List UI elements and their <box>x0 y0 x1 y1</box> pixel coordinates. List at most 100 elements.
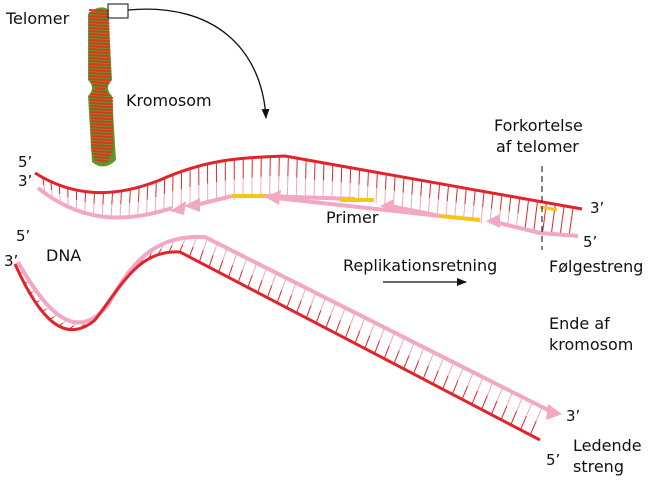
base-pair-rung <box>525 401 533 417</box>
base-pair-rung <box>490 400 498 415</box>
chromosome-band <box>88 30 110 34</box>
primer-4 <box>539 205 558 212</box>
lagging-arrow-5 <box>486 214 500 228</box>
base-pair-rung <box>471 390 478 405</box>
base-pair-rung <box>436 199 439 216</box>
base-pair-rung <box>490 193 494 209</box>
chromosome-band <box>90 132 114 136</box>
base-pair-rung <box>383 345 390 359</box>
base-pair-rung <box>446 185 450 202</box>
chromosome-band <box>88 63 111 67</box>
kromosom-label: Kromosom <box>126 91 212 110</box>
base-pair-rung <box>93 192 95 204</box>
lagging-arrow-4 <box>380 199 394 213</box>
base-pair-rung <box>202 238 208 251</box>
base-pair-rung <box>520 415 527 431</box>
base-pair-rung <box>408 342 415 356</box>
base-pair-rung <box>526 199 530 216</box>
base-pair-rung <box>359 317 366 331</box>
chromosome-band <box>88 75 112 79</box>
base-pair-rung <box>500 405 508 420</box>
ledende-label-line1: Ledende <box>573 436 642 455</box>
chromosome-band <box>88 18 110 22</box>
base-pair-rung <box>110 204 113 218</box>
chromosome <box>88 7 116 167</box>
base-pair-rung <box>559 220 563 235</box>
base-pair-rung <box>376 172 378 188</box>
base-pair-rung <box>310 292 317 306</box>
chromosome-band <box>88 9 110 13</box>
ende-label-line2: kromosom <box>549 335 634 354</box>
chromosome-band <box>91 150 113 154</box>
lagging-arrow-1 <box>170 201 186 215</box>
base-pair-rung <box>208 254 214 268</box>
base-pair-rung <box>154 197 157 213</box>
base-pair-rung <box>533 216 537 232</box>
chromosome-band <box>94 159 109 163</box>
base-pair-rung <box>330 302 336 316</box>
base-pair-rung <box>358 184 360 200</box>
chromosome-band <box>88 45 111 49</box>
chromosome-band <box>90 114 114 118</box>
chromosome-band <box>90 144 114 148</box>
base-pair-rung <box>401 192 404 209</box>
base-pair-rung <box>442 375 449 390</box>
base-pair-rung <box>427 197 431 214</box>
chromosome-band <box>88 69 111 73</box>
base-pair-rung <box>457 367 464 381</box>
base-pair-rung <box>486 382 494 397</box>
base-pair-rung <box>354 330 361 344</box>
base-pair-rung <box>111 191 114 205</box>
base-pair-rung <box>411 178 414 195</box>
bottom-left-5prime: 5’ <box>16 227 31 245</box>
base-pair-rung <box>251 262 258 276</box>
chromosome-band <box>88 42 111 46</box>
base-pair-rung <box>510 410 518 425</box>
replikationsretning-label: Replikationsretning <box>343 256 498 275</box>
base-pair-rung <box>508 196 512 212</box>
base-pair-rung <box>218 260 224 273</box>
base-pair-rung <box>349 312 356 326</box>
base-pair-rung <box>247 275 253 288</box>
chromosome-band <box>88 57 111 61</box>
base-pair-rung <box>102 192 105 205</box>
base-pair-rung <box>445 201 448 218</box>
base-pair-rung <box>212 243 218 256</box>
chromosome-band <box>90 126 114 130</box>
base-pair-rung <box>261 267 267 281</box>
base-pair-rung <box>271 272 277 286</box>
chromosome-band <box>93 156 110 160</box>
base-pair-rung <box>232 252 238 266</box>
chromosome-band <box>90 147 114 151</box>
base-pair-rung <box>535 406 543 422</box>
base-pair-rung <box>325 315 332 329</box>
base-pair-rung <box>198 249 204 263</box>
base-pair-rung <box>451 380 459 395</box>
base-pair-rung <box>305 305 312 319</box>
chromosome-band <box>88 39 110 43</box>
base-pair-rung <box>120 190 123 205</box>
chromosome-band <box>88 21 110 25</box>
base-pair-rung <box>476 377 484 392</box>
base-pair-rung <box>189 246 194 258</box>
base-pair-rung <box>379 327 386 341</box>
base-pair-rung <box>276 290 283 303</box>
base-pair-rung <box>455 186 458 203</box>
base-pair-rung <box>516 396 523 412</box>
base-pair-rung <box>535 200 539 217</box>
chromosome-band <box>88 36 110 40</box>
base-pair-rung <box>480 207 484 224</box>
base-pair-rung <box>402 177 405 193</box>
chromosome-band <box>88 54 111 58</box>
base-pair-rung <box>561 205 565 221</box>
upper-template-strand <box>34 154 583 211</box>
base-pair-rung <box>506 391 514 407</box>
base-pair-rung <box>358 169 361 185</box>
base-pair-rung <box>429 181 432 198</box>
base-pair-rung <box>266 285 273 298</box>
base-pair-rung <box>155 181 157 198</box>
base-pair-rung <box>420 180 423 197</box>
base-pair-rung <box>467 372 474 386</box>
base-pair-rung <box>432 370 439 385</box>
